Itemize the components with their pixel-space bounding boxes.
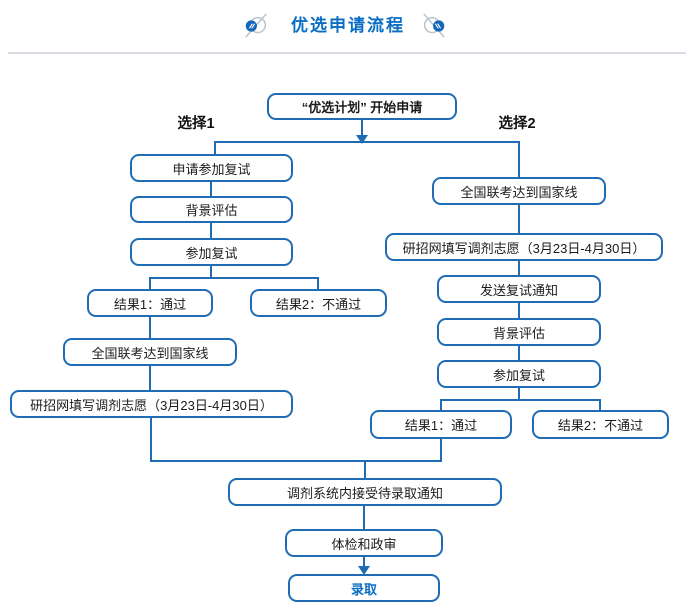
branch1-step-fill-adjustment: 研招网填写调剂志愿（3月23日-4月30日） bbox=[10, 390, 293, 418]
branch2-step-attend-retest: 参加复试 bbox=[437, 360, 601, 388]
merge-step-accept-notice: 调剂系统内接受待录取通知 bbox=[228, 478, 502, 506]
branch1-result-pass: 结果1：通过 bbox=[87, 289, 213, 317]
branch1-step-attend-retest: 参加复试 bbox=[130, 238, 293, 266]
arrow-down-icon bbox=[356, 135, 368, 144]
branch1-step-national-line: 全国联考达到国家线 bbox=[63, 338, 237, 366]
branch2-result-fail: 结果2：不通过 bbox=[532, 410, 669, 439]
merge-step-physical-review: 体检和政审 bbox=[285, 529, 443, 557]
title-divider bbox=[8, 52, 686, 54]
branch1-result-fail: 结果2：不通过 bbox=[250, 289, 387, 317]
branch2-step-national-line: 全国联考达到国家线 bbox=[432, 177, 606, 205]
branch2-step-background-eval: 背景评估 bbox=[437, 318, 601, 346]
branch2-step-fill-adjustment: 研招网填写调剂志愿（3月23日-4月30日） bbox=[385, 233, 663, 261]
branch2-step-send-notice: 发送复试通知 bbox=[437, 275, 601, 303]
start-node: “优选计划” 开始申请 bbox=[267, 93, 457, 120]
branch1-label: 选择1 bbox=[177, 116, 215, 132]
final-node-admission: 录取 bbox=[288, 574, 440, 602]
branch1-step-background-eval: 背景评估 bbox=[130, 196, 293, 223]
branch2-label: 选择2 bbox=[498, 116, 536, 132]
pen-circle-icon bbox=[242, 11, 270, 41]
branch2-result-pass: 结果1：通过 bbox=[370, 410, 512, 439]
branch1-step-apply-retest: 申请参加复试 bbox=[130, 154, 293, 182]
page-title: 优选申请流程 bbox=[291, 16, 405, 35]
pen-circle-icon bbox=[420, 11, 448, 41]
